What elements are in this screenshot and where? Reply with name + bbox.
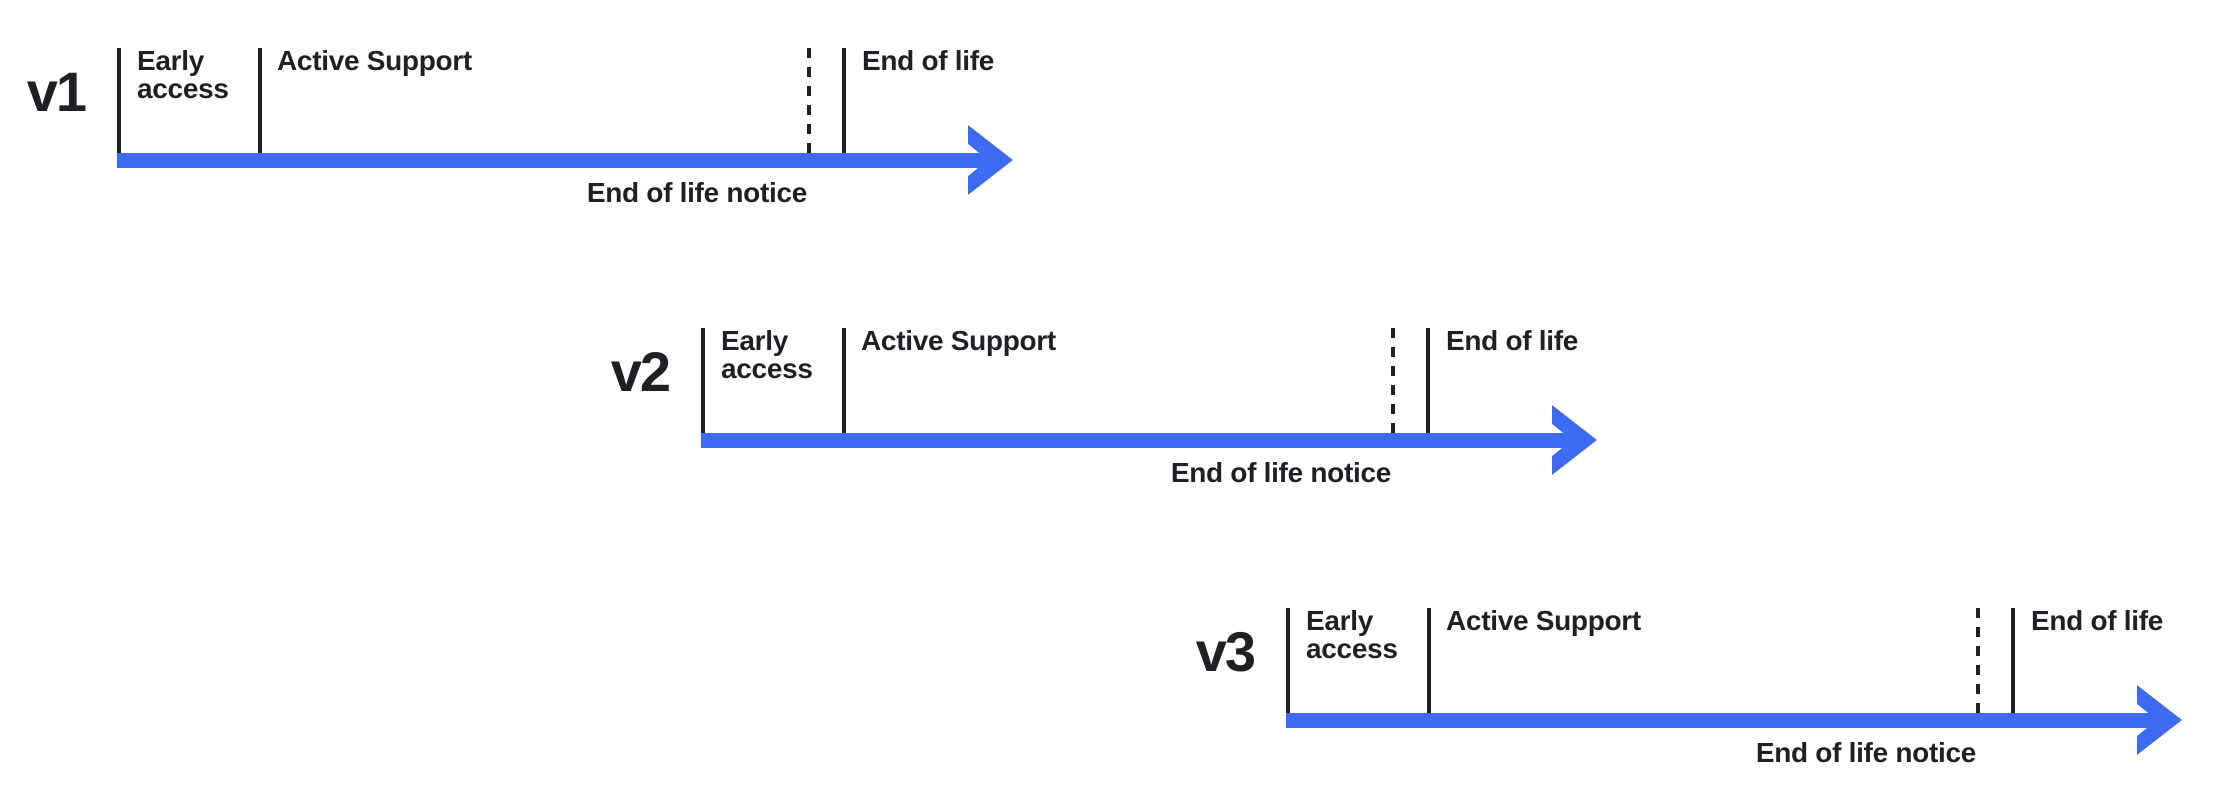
phase-label-active-support: Active Support — [1446, 605, 1641, 636]
active-support-start-tick — [1427, 608, 1431, 713]
phase-label-early-access: Early access — [137, 45, 229, 104]
arrow-right-icon — [1286, 685, 2182, 755]
arrow-right-icon — [117, 125, 1013, 195]
early-access-start-tick — [1286, 608, 1290, 713]
phase-label-end-of-life: End of life — [2031, 605, 2164, 636]
phase-label-active-support: Active Support — [861, 325, 1056, 356]
timeline-v1: v1 Early access Active Support End of li… — [27, 45, 1037, 223]
arrow-right-icon — [701, 405, 1597, 475]
end-of-life-notice-label: End of life notice — [1755, 737, 1976, 768]
phase-label-end-of-life: End of life — [1446, 325, 1579, 356]
timeline-v2: v2 Early access Active Support End of li… — [611, 325, 1621, 503]
phase-label-early-access: Early access — [721, 325, 813, 384]
end-of-life-tick — [1426, 328, 1430, 433]
active-support-start-tick — [842, 328, 846, 433]
phase-label-end-of-life: End of life — [862, 45, 995, 76]
eol-notice-dashed-tick — [1391, 328, 1395, 433]
early-access-start-tick — [117, 48, 121, 153]
active-support-start-tick — [258, 48, 262, 153]
end-of-life-notice-label: End of life notice — [586, 177, 807, 208]
phase-label-active-support: Active Support — [277, 45, 472, 76]
version-label: v1 — [26, 60, 87, 123]
version-label: v2 — [610, 340, 671, 403]
phase-label-early-access: Early access — [1306, 605, 1398, 664]
end-of-life-tick — [2011, 608, 2015, 713]
timeline-v3: v3 Early access Active Support End of li… — [1196, 605, 2206, 783]
end-of-life-tick — [842, 48, 846, 153]
eol-notice-dashed-tick — [1976, 608, 1980, 713]
version-label: v3 — [1195, 620, 1256, 683]
end-of-life-notice-label: End of life notice — [1170, 457, 1391, 488]
eol-notice-dashed-tick — [807, 48, 811, 153]
early-access-start-tick — [701, 328, 705, 433]
